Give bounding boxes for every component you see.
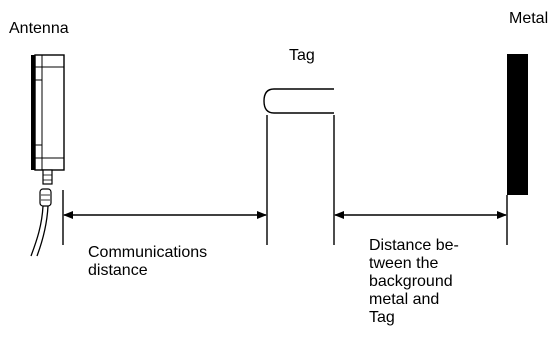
antenna-graphic bbox=[30, 54, 65, 257]
tag-label: Tag bbox=[289, 47, 315, 64]
metal-label: Metal bbox=[509, 10, 549, 27]
background-metal-distance-label: Distance be- tween the background metal … bbox=[369, 237, 459, 326]
communications-distance-label: Communications distance bbox=[88, 244, 208, 279]
metal-plate-graphic bbox=[506, 54, 528, 245]
antenna-label: Antenna bbox=[9, 20, 69, 37]
tag-graphic bbox=[263, 88, 335, 245]
